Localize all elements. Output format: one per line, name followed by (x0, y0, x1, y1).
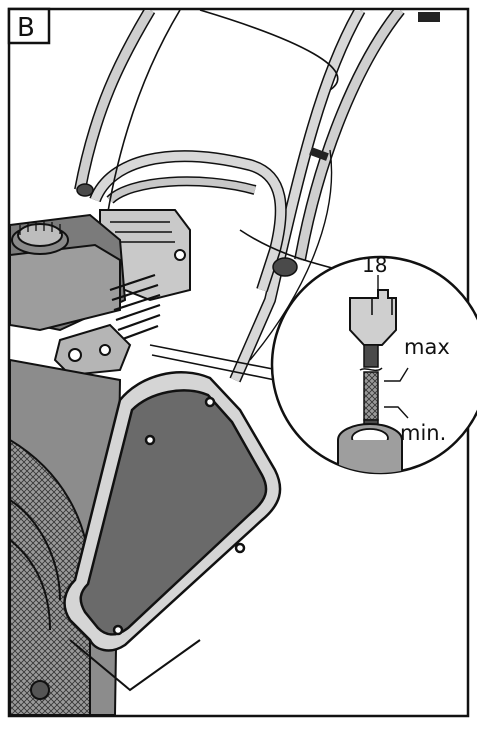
handle-knob (272, 257, 298, 277)
side-cover (63, 371, 282, 652)
handle-knob-left (76, 183, 94, 197)
dipstick-cap (349, 289, 397, 346)
callout-leader (149, 344, 279, 381)
dipstick-level-mesh (363, 371, 379, 421)
detail-callout (270, 255, 477, 475)
panel-label: B (17, 13, 35, 43)
handle-connector (418, 12, 440, 22)
label-min: min. (400, 421, 446, 445)
max-leader (384, 367, 409, 382)
panel-label-box (7, 7, 51, 45)
mower-drawing (10, 10, 440, 715)
min-leader (384, 406, 409, 419)
label-max: max (404, 335, 450, 359)
cable-clip (309, 147, 329, 161)
dipstick-rod-upper (363, 344, 379, 368)
engine (10, 209, 191, 377)
callout-number-18: 18 (362, 253, 387, 277)
